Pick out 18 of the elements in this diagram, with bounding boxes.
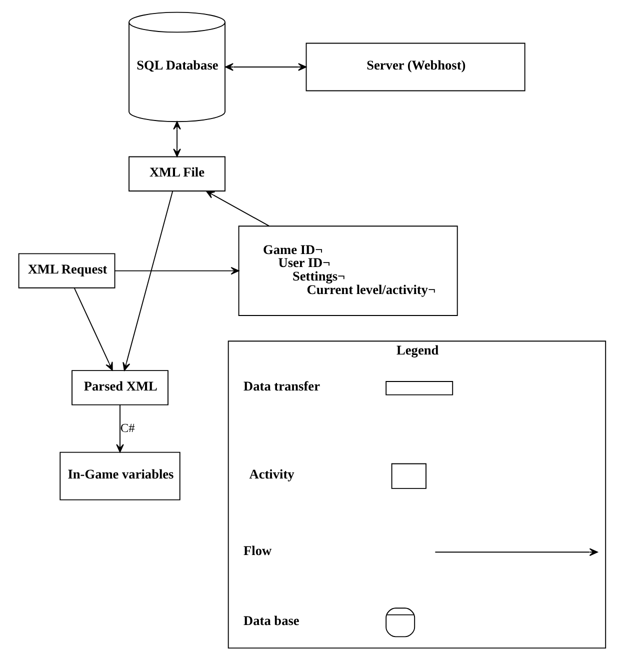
legend-label: Data base — [244, 612, 300, 628]
arrow — [173, 121, 181, 157]
node-box: In-Game variables — [60, 452, 180, 500]
node-box: Parsed XML — [72, 370, 168, 406]
arrow — [206, 190, 270, 226]
legend-label: Activity — [249, 466, 294, 482]
legend-label: Data transfer — [244, 378, 320, 394]
node-box: Game ID¬ User ID¬ Settings¬ Current level/activity¬ — [238, 226, 458, 316]
arrow — [122, 190, 174, 371]
arrow — [116, 404, 124, 453]
node-box: XML Request — [18, 253, 116, 288]
node-box: XML File — [128, 156, 226, 192]
arrow — [114, 266, 240, 275]
arrow — [225, 63, 306, 71]
node-box: Server (Webhost) — [306, 42, 526, 92]
edge-label: C# — [120, 420, 135, 435]
legend-label: Flow — [244, 543, 272, 558]
arrow — [74, 288, 113, 371]
